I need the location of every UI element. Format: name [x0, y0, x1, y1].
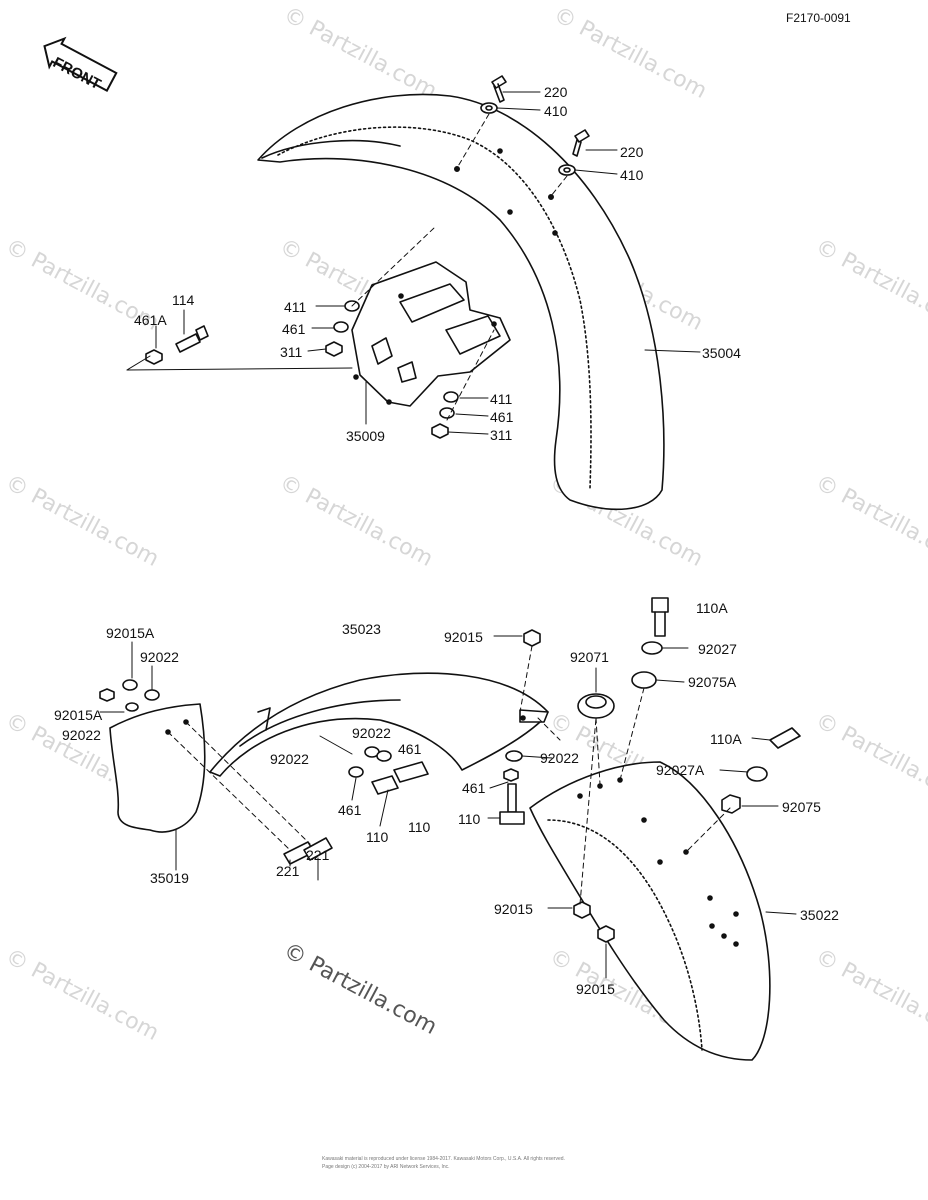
- front-arrow-icon: [43, 36, 118, 92]
- rear-leader-lines: [99, 635, 797, 979]
- part-label: 461: [282, 321, 306, 337]
- part-label: 92015: [444, 629, 483, 645]
- part-label: 411: [284, 299, 307, 315]
- part-label: 92022: [352, 725, 391, 741]
- part-label: 92022: [62, 727, 101, 743]
- part-label: 92022: [270, 751, 309, 767]
- part-label: 114: [172, 292, 195, 308]
- part-label: 220: [620, 144, 644, 160]
- part-label: 92015: [494, 901, 533, 917]
- fender-bracket: [351, 261, 511, 407]
- part-label: 35023: [342, 621, 381, 637]
- part-label: 110: [366, 829, 389, 845]
- part-label: 35004: [702, 345, 741, 361]
- part-label: 92071: [570, 649, 609, 665]
- part-label: 92015: [576, 981, 615, 997]
- part-label: 110A: [696, 600, 728, 616]
- part-label: 92015A: [106, 625, 155, 641]
- part-label: 461A: [134, 312, 167, 328]
- part-label: 311: [490, 427, 513, 443]
- part-label: 35019: [150, 870, 189, 886]
- part-label: 461: [398, 741, 422, 757]
- copyright-line-2: Page design (c) 2004-2017 by ARI Network…: [322, 1164, 450, 1170]
- part-label: 92027: [698, 641, 737, 657]
- part-label: 221: [276, 863, 300, 879]
- part-label: 35009: [346, 428, 385, 444]
- part-label: 92075: [782, 799, 821, 815]
- part-label: 221: [306, 847, 330, 863]
- part-label: 110A: [710, 731, 742, 747]
- part-label: 92027A: [656, 762, 705, 778]
- rear-fender-front-section: [209, 672, 549, 777]
- part-label: 220: [544, 84, 568, 100]
- part-label: 110: [408, 819, 431, 835]
- part-label: 461: [490, 409, 514, 425]
- copyright-line-1: Kawasaki material is reproduced under li…: [322, 1156, 565, 1162]
- rear-hardware: [99, 597, 801, 943]
- front-hardware: [145, 75, 590, 439]
- part-label: 461: [338, 802, 362, 818]
- rear-fender: [529, 761, 771, 1061]
- part-label: 411: [490, 391, 513, 407]
- drawing-code: F2170-0091: [786, 11, 851, 25]
- mud-flap: [109, 703, 206, 833]
- part-label: 92022: [140, 649, 179, 665]
- part-label: 410: [620, 167, 644, 183]
- part-label: 110: [458, 811, 481, 827]
- part-label: 461: [462, 780, 486, 796]
- part-label: 410: [544, 103, 568, 119]
- part-label: 92075A: [688, 674, 737, 690]
- part-label: 92015A: [54, 707, 103, 723]
- front-fender: [257, 93, 665, 511]
- part-label: 311: [280, 344, 303, 360]
- part-label: 92022: [540, 750, 579, 766]
- part-label: 35022: [800, 907, 839, 923]
- front-leader-lines: [126, 91, 701, 435]
